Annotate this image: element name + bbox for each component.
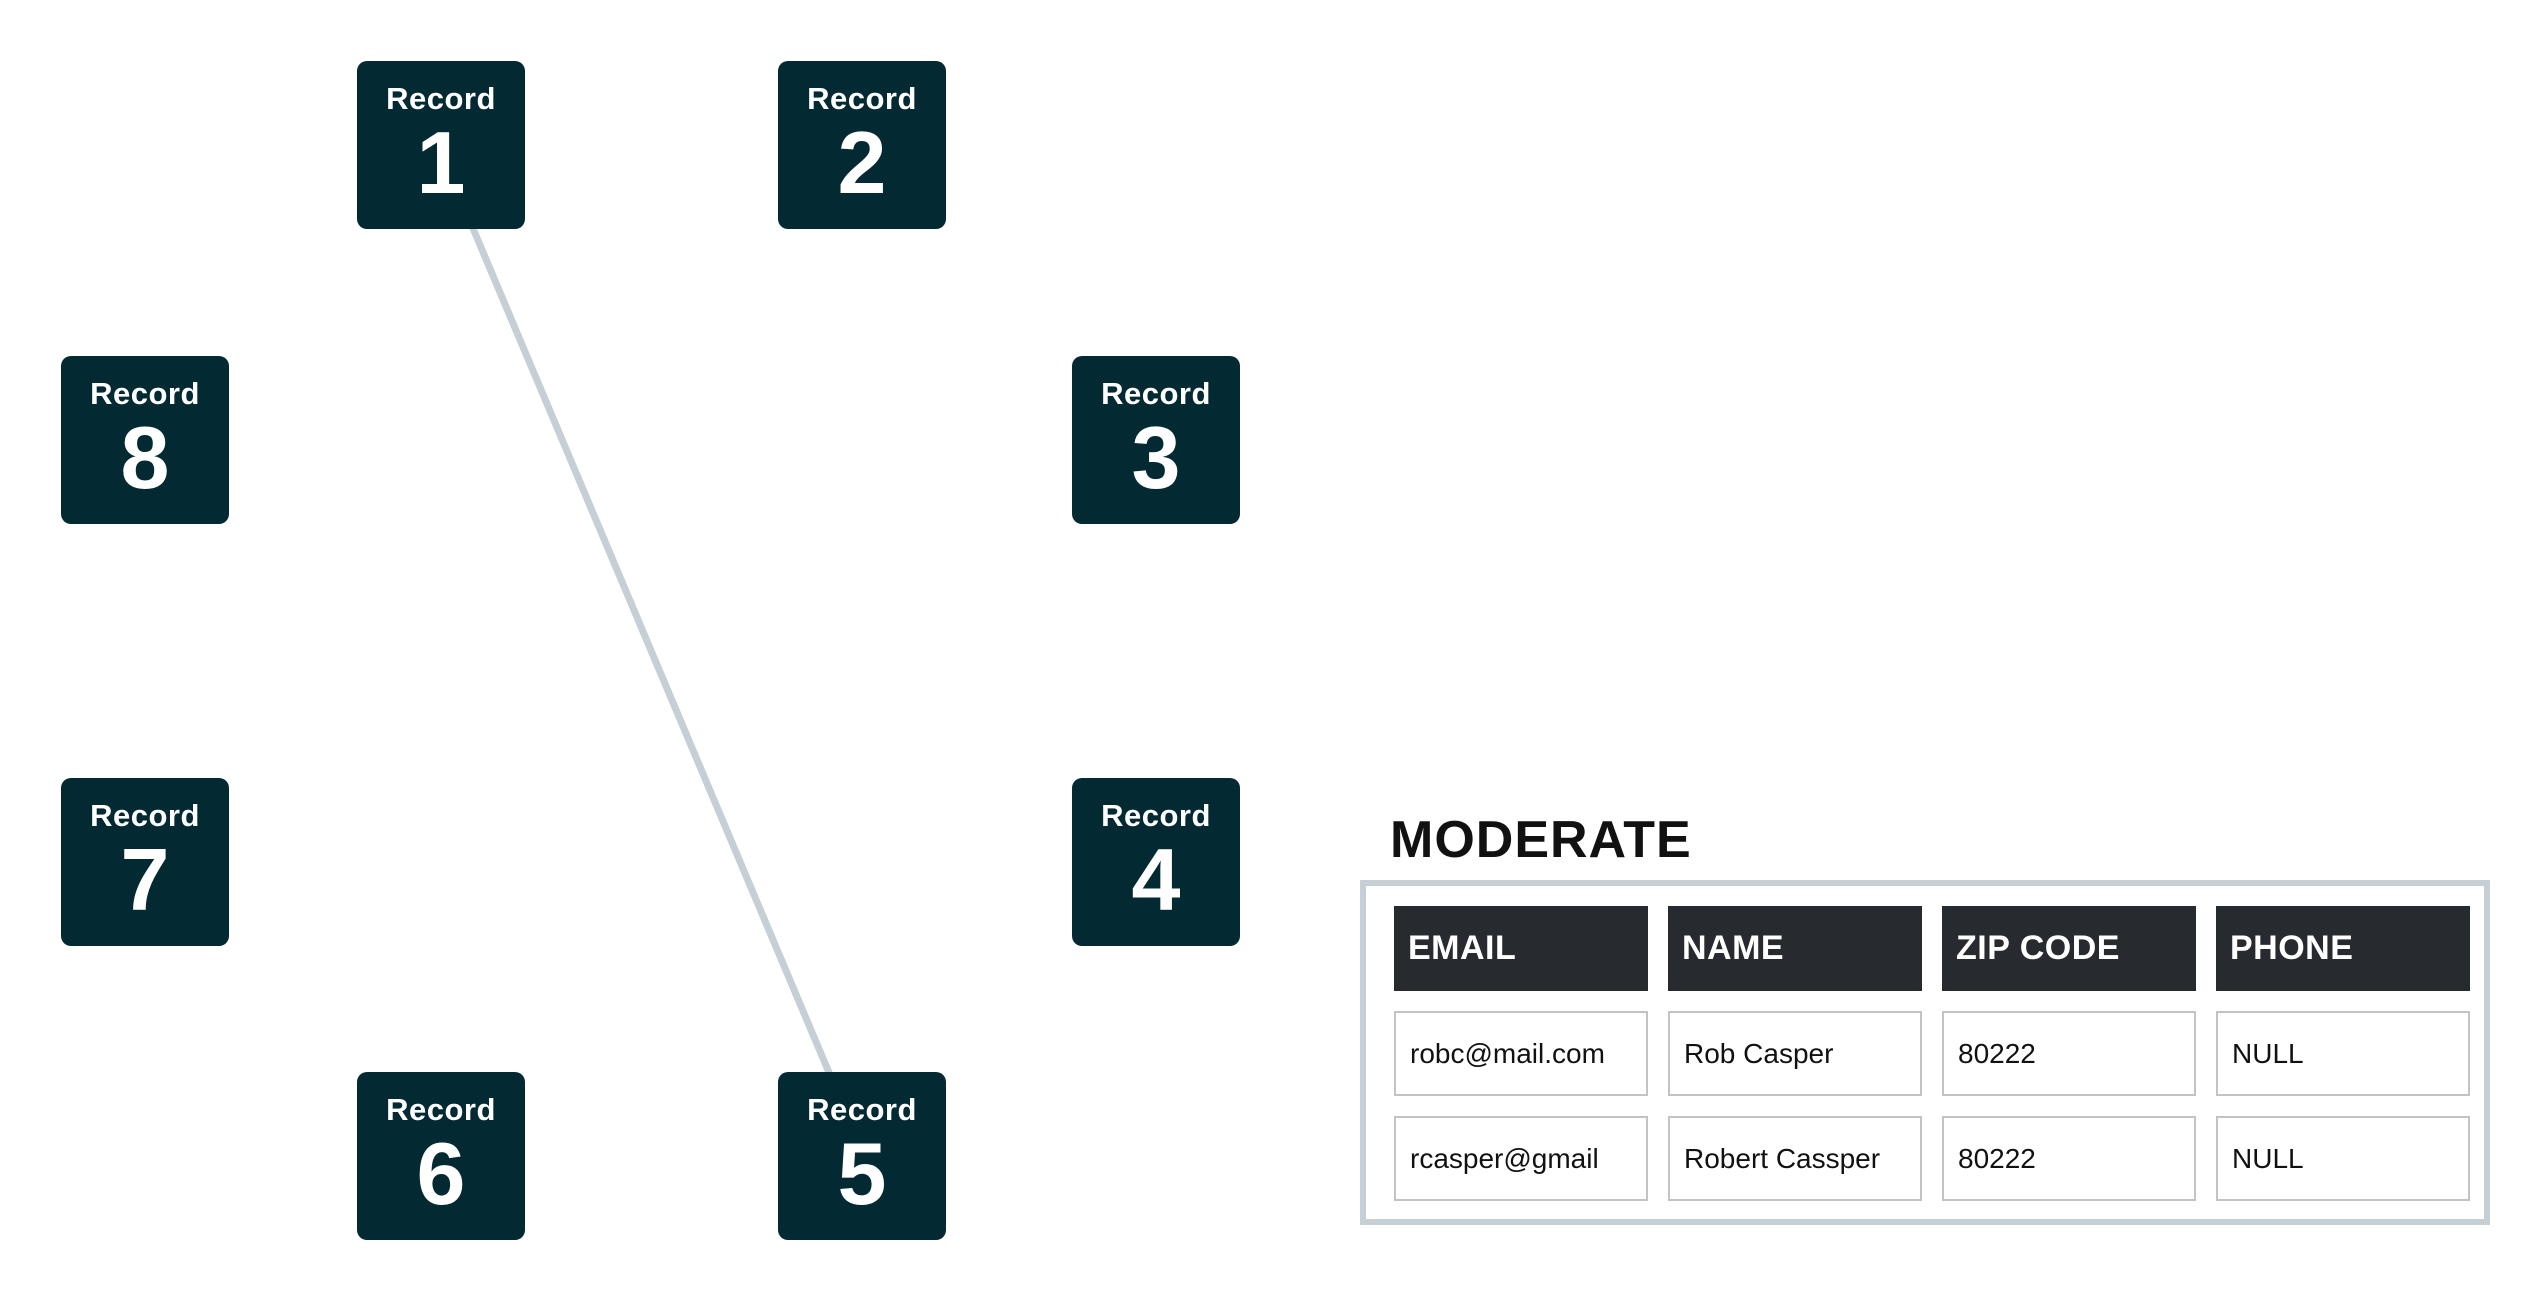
match-level-title: MODERATE: [1390, 811, 1692, 869]
column-header-zip-code: ZIP CODE: [1942, 906, 2196, 991]
record-label: Record: [90, 376, 200, 411]
record-number: 5: [837, 1124, 887, 1223]
record-card-3[interactable]: Record 3: [1072, 356, 1240, 524]
record-card-5[interactable]: Record 5: [778, 1072, 946, 1240]
record-label: Record: [386, 1092, 496, 1127]
record-number: 2: [837, 113, 887, 212]
connection-line-record-1-record-5: [468, 222, 834, 1079]
column-header-phone: PHONE: [2216, 906, 2470, 991]
column-header-email: EMAIL: [1394, 906, 1648, 991]
record-number: 7: [120, 830, 170, 929]
table-cell-phone: NULL: [2216, 1116, 2470, 1201]
record-number: 3: [1131, 408, 1181, 507]
table-cell-email: rcasper@gmail: [1394, 1116, 1648, 1201]
table-cell-name: Rob Casper: [1668, 1011, 1922, 1096]
record-label: Record: [807, 81, 917, 116]
record-label: Record: [90, 798, 200, 833]
table-cell-email: robc@mail.com: [1394, 1011, 1648, 1096]
record-label: Record: [386, 81, 496, 116]
record-label: Record: [1101, 376, 1211, 411]
record-card-6[interactable]: Record 6: [357, 1072, 525, 1240]
table-cell-zip-code: 80222: [1942, 1011, 2196, 1096]
record-number: 6: [416, 1124, 466, 1223]
record-card-1[interactable]: Record 1: [357, 61, 525, 229]
record-card-8[interactable]: Record 8: [61, 356, 229, 524]
record-number: 1: [416, 113, 466, 212]
table-cell-zip-code: 80222: [1942, 1116, 2196, 1201]
match-table-grid: EMAIL NAME ZIP CODE PHONE robc@mail.com …: [1394, 906, 2470, 1201]
record-number: 8: [120, 408, 170, 507]
match-table: EMAIL NAME ZIP CODE PHONE robc@mail.com …: [1360, 880, 2490, 1225]
table-cell-name: Robert Cassper: [1668, 1116, 1922, 1201]
record-card-4[interactable]: Record 4: [1072, 778, 1240, 946]
table-cell-phone: NULL: [2216, 1011, 2470, 1096]
record-card-7[interactable]: Record 7: [61, 778, 229, 946]
record-number: 4: [1131, 830, 1181, 929]
column-header-name: NAME: [1668, 906, 1922, 991]
record-card-2[interactable]: Record 2: [778, 61, 946, 229]
record-label: Record: [1101, 798, 1211, 833]
record-label: Record: [807, 1092, 917, 1127]
